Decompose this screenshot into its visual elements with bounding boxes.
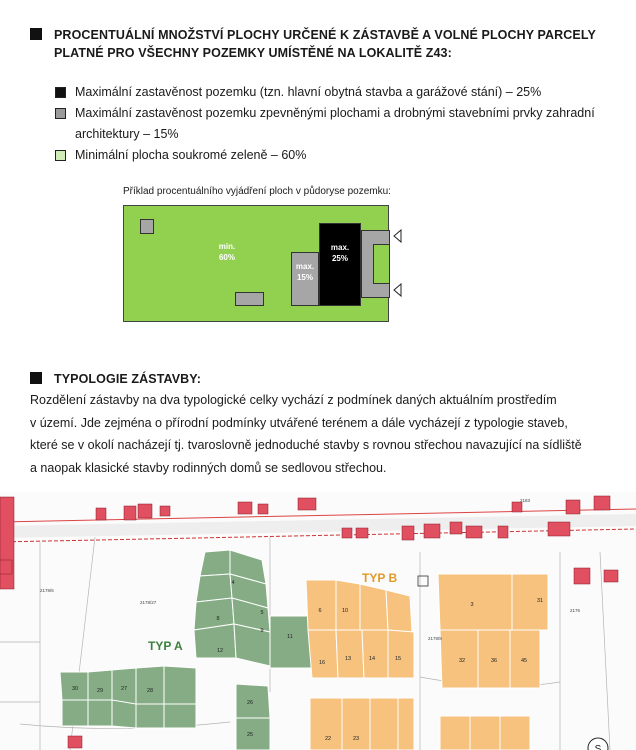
building-area-25 xyxy=(319,223,361,306)
black-area-label: max. 25% xyxy=(330,243,350,263)
svg-text:25: 25 xyxy=(247,732,253,738)
transformer-icon xyxy=(417,575,429,587)
svg-text:2178/27: 2178/27 xyxy=(140,600,157,605)
svg-text:31: 31 xyxy=(537,598,543,604)
existing-buildings xyxy=(0,495,619,749)
black-square-icon xyxy=(55,87,66,98)
svg-text:27: 27 xyxy=(121,686,127,692)
heading-square-icon xyxy=(30,372,42,384)
svg-text:4: 4 xyxy=(231,580,234,586)
svg-text:30: 30 xyxy=(72,686,78,692)
svg-text:6: 6 xyxy=(318,608,321,614)
svg-text:14: 14 xyxy=(369,656,375,662)
driveway-green-inset xyxy=(373,244,390,284)
svg-text:3: 3 xyxy=(470,602,473,608)
small-paved-area xyxy=(140,219,154,234)
area-percentages-list: Maximální zastavěnost pozemku (tzn. hlav… xyxy=(55,82,615,166)
diagram-caption: Příklad procentuálního vyjádření ploch v… xyxy=(123,186,391,197)
svg-text:2178/6: 2178/6 xyxy=(40,588,54,593)
svg-text:23: 23 xyxy=(353,736,359,742)
svg-text:S: S xyxy=(595,744,602,750)
svg-text:2183: 2183 xyxy=(520,498,531,503)
svg-text:32: 32 xyxy=(459,658,465,664)
typology-paragraph: Rozdělení zástavby na dva typologické ce… xyxy=(30,393,582,475)
svg-text:22: 22 xyxy=(325,736,331,742)
list-item: Maximální zastavěnost pozemku (tzn. hlav… xyxy=(55,82,615,103)
svg-text:5: 5 xyxy=(260,610,263,616)
svg-text:13: 13 xyxy=(345,656,351,662)
type-a-plots xyxy=(59,549,313,750)
green-area-label: min. 60% xyxy=(218,242,236,262)
section-heading-typology: TYPOLOGIE ZÁSTAVBY: xyxy=(30,370,201,388)
heading-square-icon xyxy=(30,28,42,40)
small-paved-area xyxy=(235,292,264,306)
type-b-label: TYP B xyxy=(362,571,397,585)
road xyxy=(0,514,636,538)
svg-text:8: 8 xyxy=(216,616,219,622)
grey-square-icon xyxy=(55,108,66,119)
svg-text:11: 11 xyxy=(287,634,293,640)
svg-text:28: 28 xyxy=(147,688,153,694)
section-title-typology: TYPOLOGIE ZÁSTAVBY: xyxy=(54,372,202,386)
entrance-arrows-icon xyxy=(393,228,402,298)
svg-text:45: 45 xyxy=(521,658,527,664)
typology-site-map: 2178/27 2178/6 2176 2183 2178/8 4 11 8 5 9… xyxy=(0,492,636,750)
svg-text:2176: 2176 xyxy=(570,608,581,613)
regulation-line xyxy=(0,528,636,543)
svg-text:12: 12 xyxy=(217,648,223,654)
plot-diagram: min. 60% max. 15% max. 25% xyxy=(123,205,390,322)
svg-text:29: 29 xyxy=(97,688,103,694)
list-item: Minimální plocha soukromé zeleně – 60% xyxy=(55,145,615,166)
svg-text:10: 10 xyxy=(342,608,348,614)
svg-text:26: 26 xyxy=(247,700,253,706)
grey-area-label: max. 15% xyxy=(295,262,315,282)
parcel-codes: 2178/27 2178/6 2176 2183 2178/8 xyxy=(40,498,581,641)
section-title-areas: PROCENTUÁLNÍ MNOŽSTVÍ PLOCHY URČENÉ K ZÁ… xyxy=(54,28,596,60)
paved-area-15 xyxy=(291,252,319,306)
svg-text:2178/8: 2178/8 xyxy=(428,636,442,641)
svg-text:15: 15 xyxy=(395,656,401,662)
svg-text:36: 36 xyxy=(491,658,497,664)
section-heading-areas: PROCENTUÁLNÍ MNOŽSTVÍ PLOCHY URČENÉ K ZÁ… xyxy=(30,26,596,62)
type-b-plots xyxy=(305,573,549,750)
svg-text:16: 16 xyxy=(319,660,325,666)
north-arrow-icon: S xyxy=(587,737,609,750)
list-item: Maximální zastavěnost pozemku zpevněnými… xyxy=(55,103,615,145)
green-square-icon xyxy=(55,150,66,161)
type-a-label: TYP A xyxy=(148,639,183,653)
svg-text:9: 9 xyxy=(260,628,263,634)
